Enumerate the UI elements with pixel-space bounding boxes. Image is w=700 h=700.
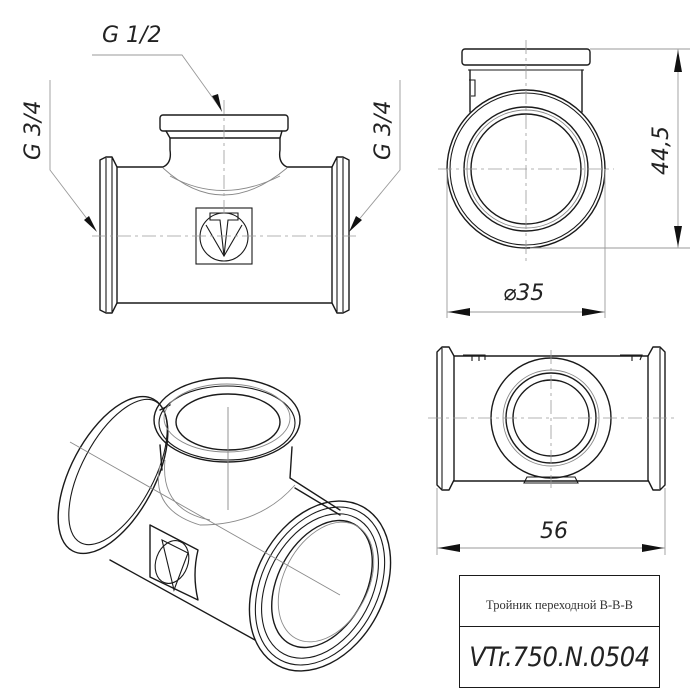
left-thread-label: G 3/4 xyxy=(21,101,46,160)
title-block: Тройник переходной В-В-В VTr.750.N.0504 xyxy=(459,575,660,688)
top-thread-label: G 1/2 xyxy=(102,23,161,48)
top-view xyxy=(428,346,674,555)
vt-logo-iso-icon xyxy=(149,524,199,601)
length-dimension: 56 xyxy=(540,519,568,544)
height-dimension: 44,5 xyxy=(649,126,674,175)
right-thread-label: G 3/4 xyxy=(371,101,396,160)
isometric-view xyxy=(57,377,392,672)
diameter-dimension: ⌀35 xyxy=(503,281,544,306)
side-view xyxy=(438,40,690,318)
part-name: Тройник переходной В-В-В xyxy=(460,576,659,627)
part-code: VTr.750.N.0504 xyxy=(469,641,650,673)
front-view xyxy=(49,54,401,314)
